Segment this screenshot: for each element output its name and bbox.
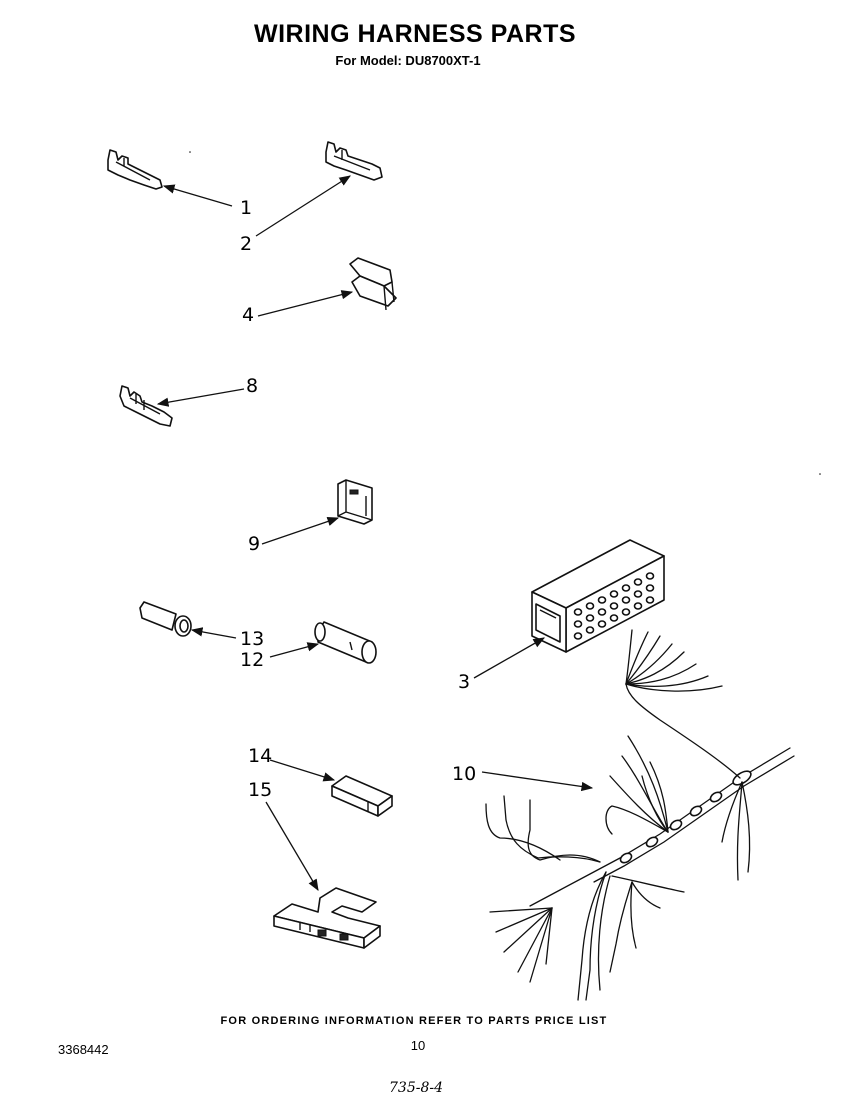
callout-12: 12	[240, 649, 264, 671]
page-title: WIRING HARNESS PARTS	[254, 20, 576, 48]
part-13-sleeve	[139, 601, 192, 637]
leader-10	[481, 771, 594, 792]
callout-1: 1	[240, 197, 252, 219]
leader-12	[269, 642, 320, 658]
callout-4: 4	[242, 304, 254, 326]
part-3-connector-block	[531, 539, 665, 653]
part-15-housing	[273, 887, 381, 949]
part-2-terminal	[325, 141, 383, 181]
callout-14: 14	[248, 745, 272, 767]
ordering-note: FOR ORDERING INFORMATION REFER TO PARTS …	[221, 1015, 608, 1027]
handwritten-date: 735-8-4	[389, 1080, 443, 1096]
part-8-terminal	[119, 385, 173, 427]
callout-9: 9	[248, 533, 260, 555]
doc-number: 3368442	[58, 1042, 109, 1057]
leader-9	[261, 516, 340, 545]
callout-3: 3	[458, 671, 470, 693]
callout-8: 8	[246, 375, 258, 397]
leader-14	[269, 759, 336, 782]
part-9-block	[337, 479, 373, 525]
callout-2: 2	[240, 233, 252, 255]
part-10-wiring-harness	[485, 629, 795, 1001]
callout-13: 13	[240, 628, 264, 650]
leader-15	[265, 801, 319, 892]
callout-15: 15	[248, 779, 272, 801]
stray-dot-right	[819, 473, 821, 475]
callout-10: 10	[452, 763, 476, 785]
leader-8	[156, 388, 245, 407]
part-1-terminal	[107, 149, 163, 190]
model-subtitle: For Model: DU8700XT-1	[335, 53, 480, 68]
part-14-connector	[331, 775, 393, 817]
part-4-bracket	[349, 257, 397, 311]
leader-2	[255, 175, 351, 237]
page-number: 10	[411, 1038, 425, 1053]
stray-dot	[189, 151, 191, 153]
leader-1	[162, 184, 233, 207]
leader-13	[190, 627, 237, 639]
leader-4	[257, 290, 354, 317]
leader-3	[473, 637, 546, 679]
part-12-splice	[314, 621, 377, 664]
